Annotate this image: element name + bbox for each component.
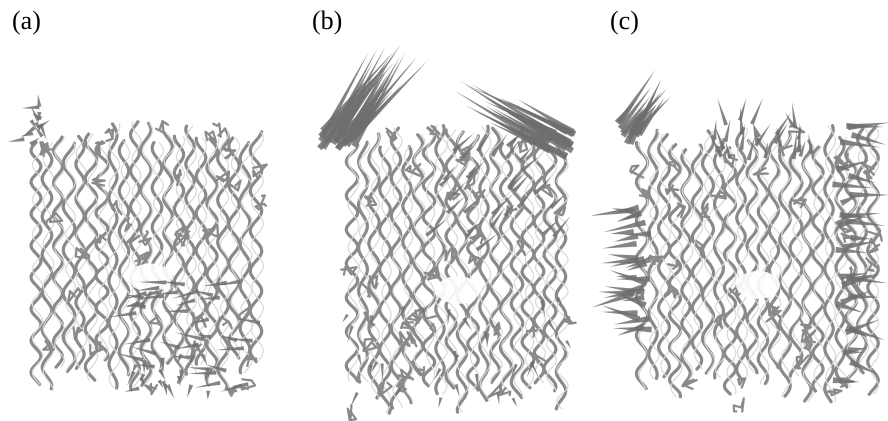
panel-c-structure-image xyxy=(592,0,888,421)
panel-c: (c) xyxy=(592,0,888,421)
panel-b: (b) xyxy=(296,0,592,421)
panel-a-structure-image xyxy=(0,0,296,421)
panel-a: (a) xyxy=(0,0,296,421)
panel-b-structure-image xyxy=(296,0,592,421)
